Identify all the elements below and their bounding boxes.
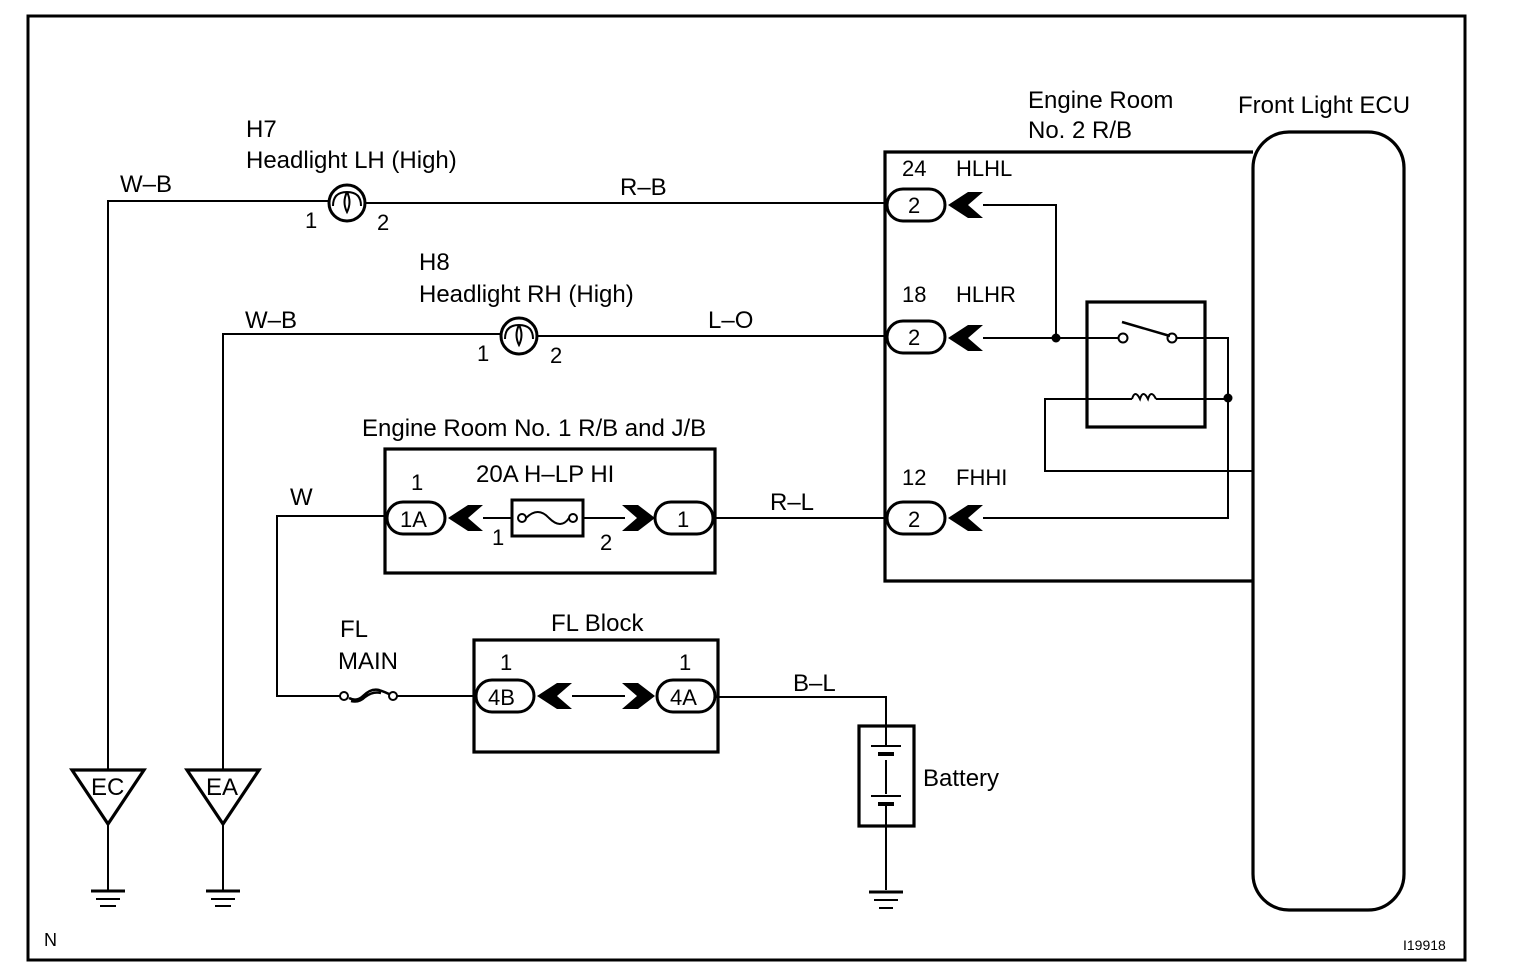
figure-id: I19918 [1403,937,1446,953]
connector-arrow-icon [622,683,655,709]
connector-arrow-icon [948,325,983,351]
wire-fuse-feed [276,515,387,697]
headlight-bulb-icon [499,316,539,356]
relay-box [1085,300,1207,429]
fuse-pin-left: 1 [492,525,504,550]
h7-name: Headlight LH (High) [246,147,457,174]
er1-left-connector [385,500,447,536]
wire-label-h8-to-er2: L–O [708,307,753,334]
er1-box [383,447,717,575]
fuse-pin-right: 2 [600,530,612,555]
fl-block-left-connector [474,678,536,714]
fl-main-line1: FL [340,616,368,643]
connector-arrow-icon [448,505,483,531]
ground-icon [206,889,240,907]
wire-coil [1044,398,1253,472]
wire-relay-out [983,337,1229,519]
bulb-filament [504,323,534,348]
er2-terminal-signal: FHHI [956,465,1007,490]
connector-arrow-icon [948,192,983,218]
wire-h7-ground [107,200,329,770]
wire-h8-ground [222,333,501,770]
ground-point-ea [184,768,262,827]
fusible-link-terminal [388,691,398,701]
fuse-terminal [517,513,527,523]
h8-pin-right: 2 [550,343,562,368]
fl-block-left-connector-label: 4B [488,685,515,710]
wire-label-h7-to-er2: R–B [620,174,667,201]
fl-block-right-connector-label: 4A [670,685,697,710]
er2-rb-box [883,150,1253,583]
er1-fuse-label: 20A H–LP HI [476,461,614,488]
fusible-link-terminal [339,691,349,701]
er2-title-line1: Engine Room [1028,87,1173,114]
wire-label-h8-ground: W–B [245,307,297,334]
relay-switch-blade [1121,320,1171,338]
fl-main-line2: MAIN [338,648,398,675]
junction-dot [1051,333,1061,343]
er1-right-connector-label: 1 [677,507,689,532]
er2-connector-pin: 2 [908,193,920,218]
er2-terminal-signal: HLHR [956,282,1016,307]
ground-point-ec [69,768,147,827]
er1-left-connector-label: 1A [400,507,427,532]
battery-cell-negative [878,752,894,756]
battery-icon [871,726,901,826]
battery-cell-negative [878,802,894,806]
er2-connector-pin: 2 [908,325,920,350]
er2-connector-pin: 2 [908,507,920,532]
fl-block-left-pin: 1 [500,650,512,675]
relay-contact [1117,332,1129,344]
er1-left-connector-pin: 1 [411,470,423,495]
connector-arrow-icon [537,683,572,709]
ground-point-ea-label: EA [206,774,238,801]
er2-terminal-number: 24 [902,156,926,181]
fusible-link-icon [348,688,390,703]
h8-name: Headlight RH (High) [419,281,634,308]
fuse-icon [525,511,570,525]
wire-label-battery: B–L [793,670,836,697]
h7-pin-right: 2 [377,210,389,235]
front-light-ecu-box [1251,130,1406,912]
bulb-filament [332,190,362,215]
h8-pin-left: 1 [477,341,489,366]
relay-coil-icon [1131,393,1157,402]
ground-icon [869,890,903,909]
connector-arrow-icon [622,505,655,531]
er1-title: Engine Room No. 1 R/B and J/B [362,415,706,442]
h7-pin-left: 1 [305,208,317,233]
h8-code: H8 [419,249,450,276]
wire-battery [716,696,887,726]
er2-terminal-number: 18 [902,282,926,307]
er2-title-line2: No. 2 R/B [1028,117,1132,144]
wire-label-h7-ground: W–B [120,171,172,198]
er2-terminal-signal: HLHL [956,156,1012,181]
wire-label-fuse-feed: W [290,484,313,511]
corner-mark: N [44,930,57,950]
er2-terminal-number: 12 [902,465,926,490]
front-light-ecu-label: Front Light ECU [1238,92,1410,119]
er2-connector [885,187,947,223]
battery-label: Battery [923,765,999,792]
fl-block-title: FL Block [551,610,644,637]
fl-block-right-pin: 1 [679,650,691,675]
fl-block-right-connector [655,678,717,714]
wire-hlhl-internal [983,204,1057,338]
wire-label-er1-to-er2: R–L [770,489,814,516]
headlight-bulb-icon [327,183,367,223]
ground-point-ec-label: EC [91,774,124,801]
junction-dot [1223,393,1233,403]
connector-arrow-icon [948,505,983,531]
h7-code: H7 [246,116,277,143]
diagram-frame [26,14,1467,962]
ground-icon [91,889,125,907]
fuse-terminal [568,513,578,523]
